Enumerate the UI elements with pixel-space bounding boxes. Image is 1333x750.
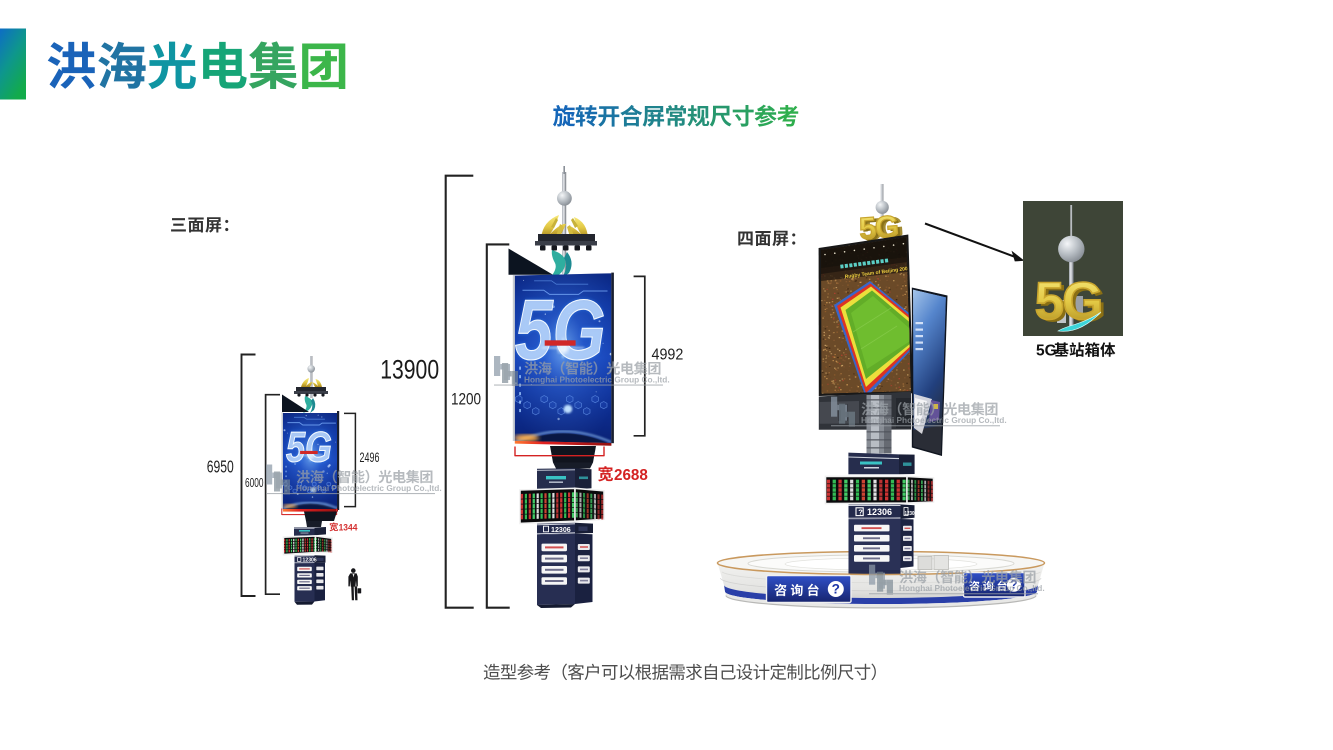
svg-text:6950: 6950 (207, 457, 234, 477)
svg-text:?: ? (1010, 578, 1017, 592)
svg-text:Honghai Photoelectric Group Co: Honghai Photoelectric Group Co.,ltd. (861, 415, 1007, 425)
svg-text:4992: 4992 (652, 347, 684, 364)
svg-text:5G: 5G (1035, 272, 1102, 331)
svg-text:2496: 2496 (360, 450, 380, 465)
svg-text:?: ? (858, 508, 863, 517)
svg-text:12306: 12306 (905, 511, 918, 517)
svg-text:5G: 5G (1038, 275, 1105, 334)
svg-text:5G: 5G (286, 424, 332, 471)
svg-text:12306: 12306 (303, 557, 317, 563)
svg-text:?: ? (832, 581, 840, 596)
svg-text:Honghai Photoelectric Group Co: Honghai Photoelectric Group Co.,ltd. (524, 375, 670, 385)
svg-text:1344: 1344 (339, 522, 358, 532)
svg-text:12306: 12306 (867, 507, 892, 517)
svg-text:2688: 2688 (614, 466, 648, 483)
svg-text:5G: 5G (515, 283, 606, 378)
svg-text:1200: 1200 (451, 390, 481, 408)
svg-text:5G: 5G (1036, 343, 1057, 360)
svg-text:12306: 12306 (551, 525, 571, 534)
svg-text:5G: 5G (515, 283, 606, 378)
svg-text:6000: 6000 (245, 476, 264, 490)
svg-text:Honghai Photoelectric Group Co: Honghai Photoelectric Group Co.,ltd. (899, 583, 1045, 593)
svg-text:5G: 5G (286, 424, 332, 471)
svg-text:13900: 13900 (380, 356, 439, 386)
svg-text:Honghai Photoelectric Group Co: Honghai Photoelectric Group Co.,ltd. (296, 483, 442, 493)
